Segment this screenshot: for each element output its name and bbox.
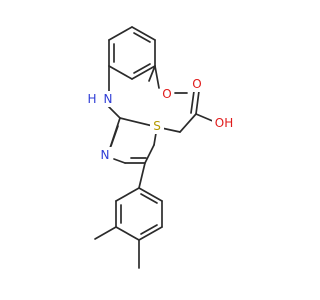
bond-carboxyl-to-oh — [195, 113, 216, 123]
bond-ch2-to-carboxyl — [179, 113, 197, 133]
bond-carbonyl-double-1 — [195, 90, 200, 115]
methoxy-o-label: O — [160, 86, 174, 102]
bond-layer — [94, 26, 216, 269]
molecule-structure-diagram: N H O S N O OH — [86, 26, 236, 269]
carbonyl-o-atom: O — [192, 77, 201, 91]
carbonyl-o-label: O — [190, 76, 204, 92]
bond-nh-to-c2 — [107, 105, 121, 119]
dimethylphenyl-ring — [115, 187, 163, 241]
methoxy-o-atom: O — [162, 87, 171, 101]
amine-n-atom: N — [104, 92, 113, 106]
thiazole-s-atom: S — [153, 119, 161, 133]
atom-label-layer: N H O S N O OH — [86, 76, 236, 163]
hydroxyl-oh-atom: OH — [215, 116, 233, 130]
bond-carbonyl-double-2 — [190, 90, 195, 114]
bond-c4-to-aryl — [138, 162, 146, 189]
bond-ring-to-methoxy-o — [154, 65, 160, 89]
hydroxyl-oh-label: OH — [212, 115, 236, 131]
thiazole-s-label: S — [150, 118, 164, 134]
amine-nh-label: N H — [86, 91, 117, 107]
thiazole-n-label: N — [98, 147, 112, 163]
thiazole-n-atom: N — [101, 148, 110, 162]
methoxyphenyl-ring — [108, 26, 156, 80]
thiazole-ring — [107, 117, 158, 164]
bond-ring-to-methyl-3 — [94, 226, 117, 240]
amine-h-atom: H — [87, 92, 96, 106]
